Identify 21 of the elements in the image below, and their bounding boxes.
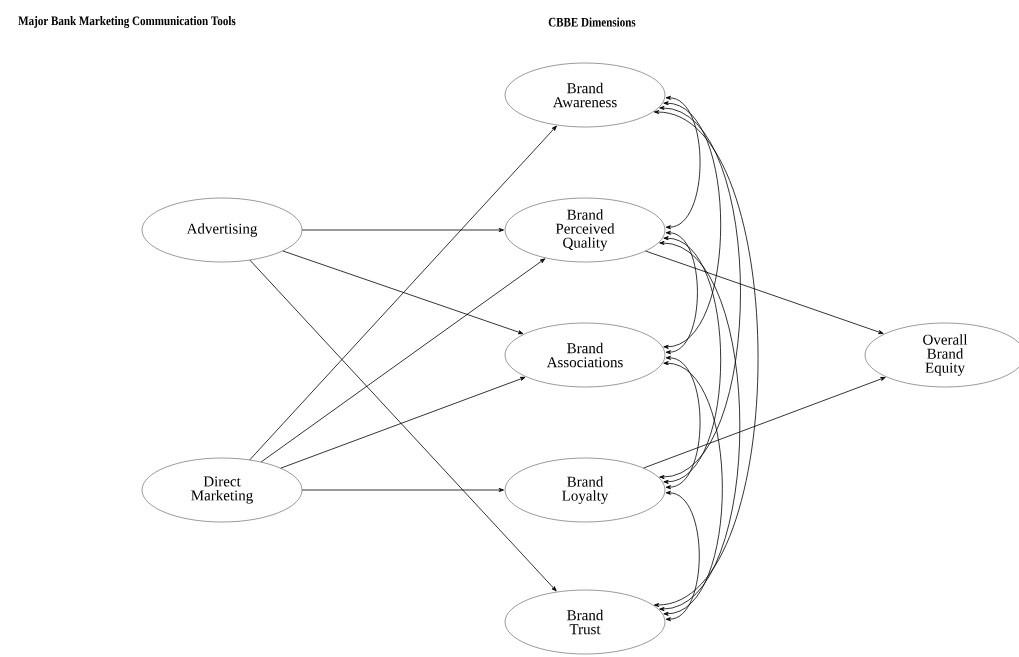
arrow: [645, 250, 884, 334]
arrow: [301, 488, 504, 492]
column-heading: Major Bank Marketing Communication Tools: [18, 16, 236, 28]
arrow: [659, 105, 741, 480]
arrow: [260, 258, 546, 463]
arrow: [643, 377, 886, 469]
column-heading: CBBE Dimensions: [548, 17, 636, 27]
arrow: [665, 95, 701, 230]
arrow: [653, 109, 759, 608]
arrow: [301, 228, 504, 232]
arrow: [280, 376, 526, 469]
arrow: [665, 230, 698, 355]
arrow: [663, 236, 722, 484]
arrow: [665, 355, 701, 490]
arrow: [665, 490, 700, 622]
arrow: [249, 125, 557, 461]
arrow: [663, 361, 723, 616]
arrow: [249, 259, 557, 592]
arrow: [282, 250, 524, 335]
arrow: [663, 101, 722, 349]
arrow: [659, 240, 741, 612]
